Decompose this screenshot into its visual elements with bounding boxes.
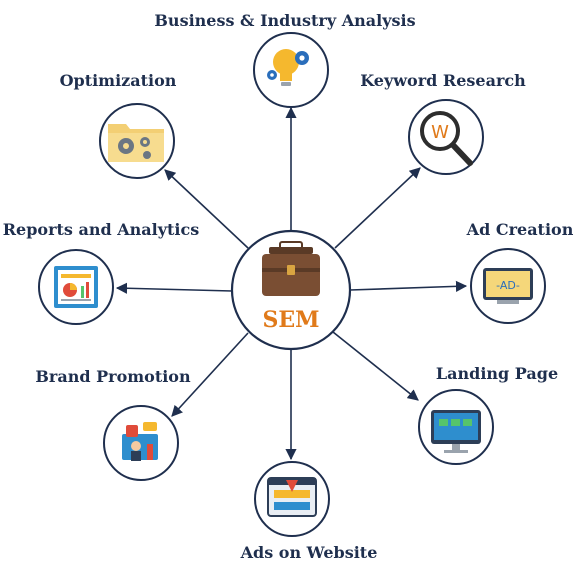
node-label-business-industry-analysis: Business & Industry Analysis [154, 11, 415, 30]
center-node: SEM [230, 229, 352, 351]
ad-monitor-icon: -AD- [483, 268, 533, 304]
node-keyword-research: W Keyword Research [360, 71, 526, 175]
arrow-to-ad-creation [349, 280, 468, 292]
node-label-reports-and-analytics: Reports and Analytics [3, 220, 200, 239]
node-label-ads-on-website: Ads on Website [240, 543, 378, 562]
node-business-industry-analysis: Business & Industry Analysis [154, 11, 416, 108]
node-ads-on-website: Ads on Website [240, 461, 378, 562]
briefcase-icon [262, 241, 320, 296]
lightbulb-gears-icon [267, 49, 309, 86]
node-optimization: Optimization [60, 71, 177, 179]
node-label-optimization: Optimization [60, 71, 177, 90]
node-reports-and-analytics: Reports and Analytics [3, 220, 200, 325]
center-label: SEM [262, 307, 319, 333]
node-ad-creation: -AD- Ad Creation [466, 220, 574, 324]
magnifier-w-icon: W [420, 111, 473, 166]
node-brand-promotion: Brand Promotion [35, 367, 191, 481]
connectors [115, 106, 468, 461]
svg-text:W: W [431, 122, 449, 143]
arrow-to-optimization [164, 169, 249, 249]
arrow-to-brand-promotion [171, 332, 249, 417]
monitor-icon [431, 410, 481, 453]
node-label-ad-creation: Ad Creation [466, 220, 574, 239]
folder-gears-icon [108, 124, 164, 162]
node-label-keyword-research: Keyword Research [360, 71, 526, 90]
node-label-landing-page: Landing Page [436, 364, 558, 383]
arrow-to-reports-and-analytics [115, 282, 233, 294]
svg-text:-AD-: -AD- [496, 279, 520, 292]
report-chart-icon [54, 266, 98, 308]
arrow-to-landing-page [332, 331, 419, 401]
arrow-to-keyword-research [334, 167, 421, 249]
browser-ads-icon [267, 477, 317, 517]
promotion-icon [122, 422, 158, 461]
node-label-brand-promotion: Brand Promotion [35, 367, 191, 386]
node-landing-page: Landing Page [418, 364, 558, 465]
